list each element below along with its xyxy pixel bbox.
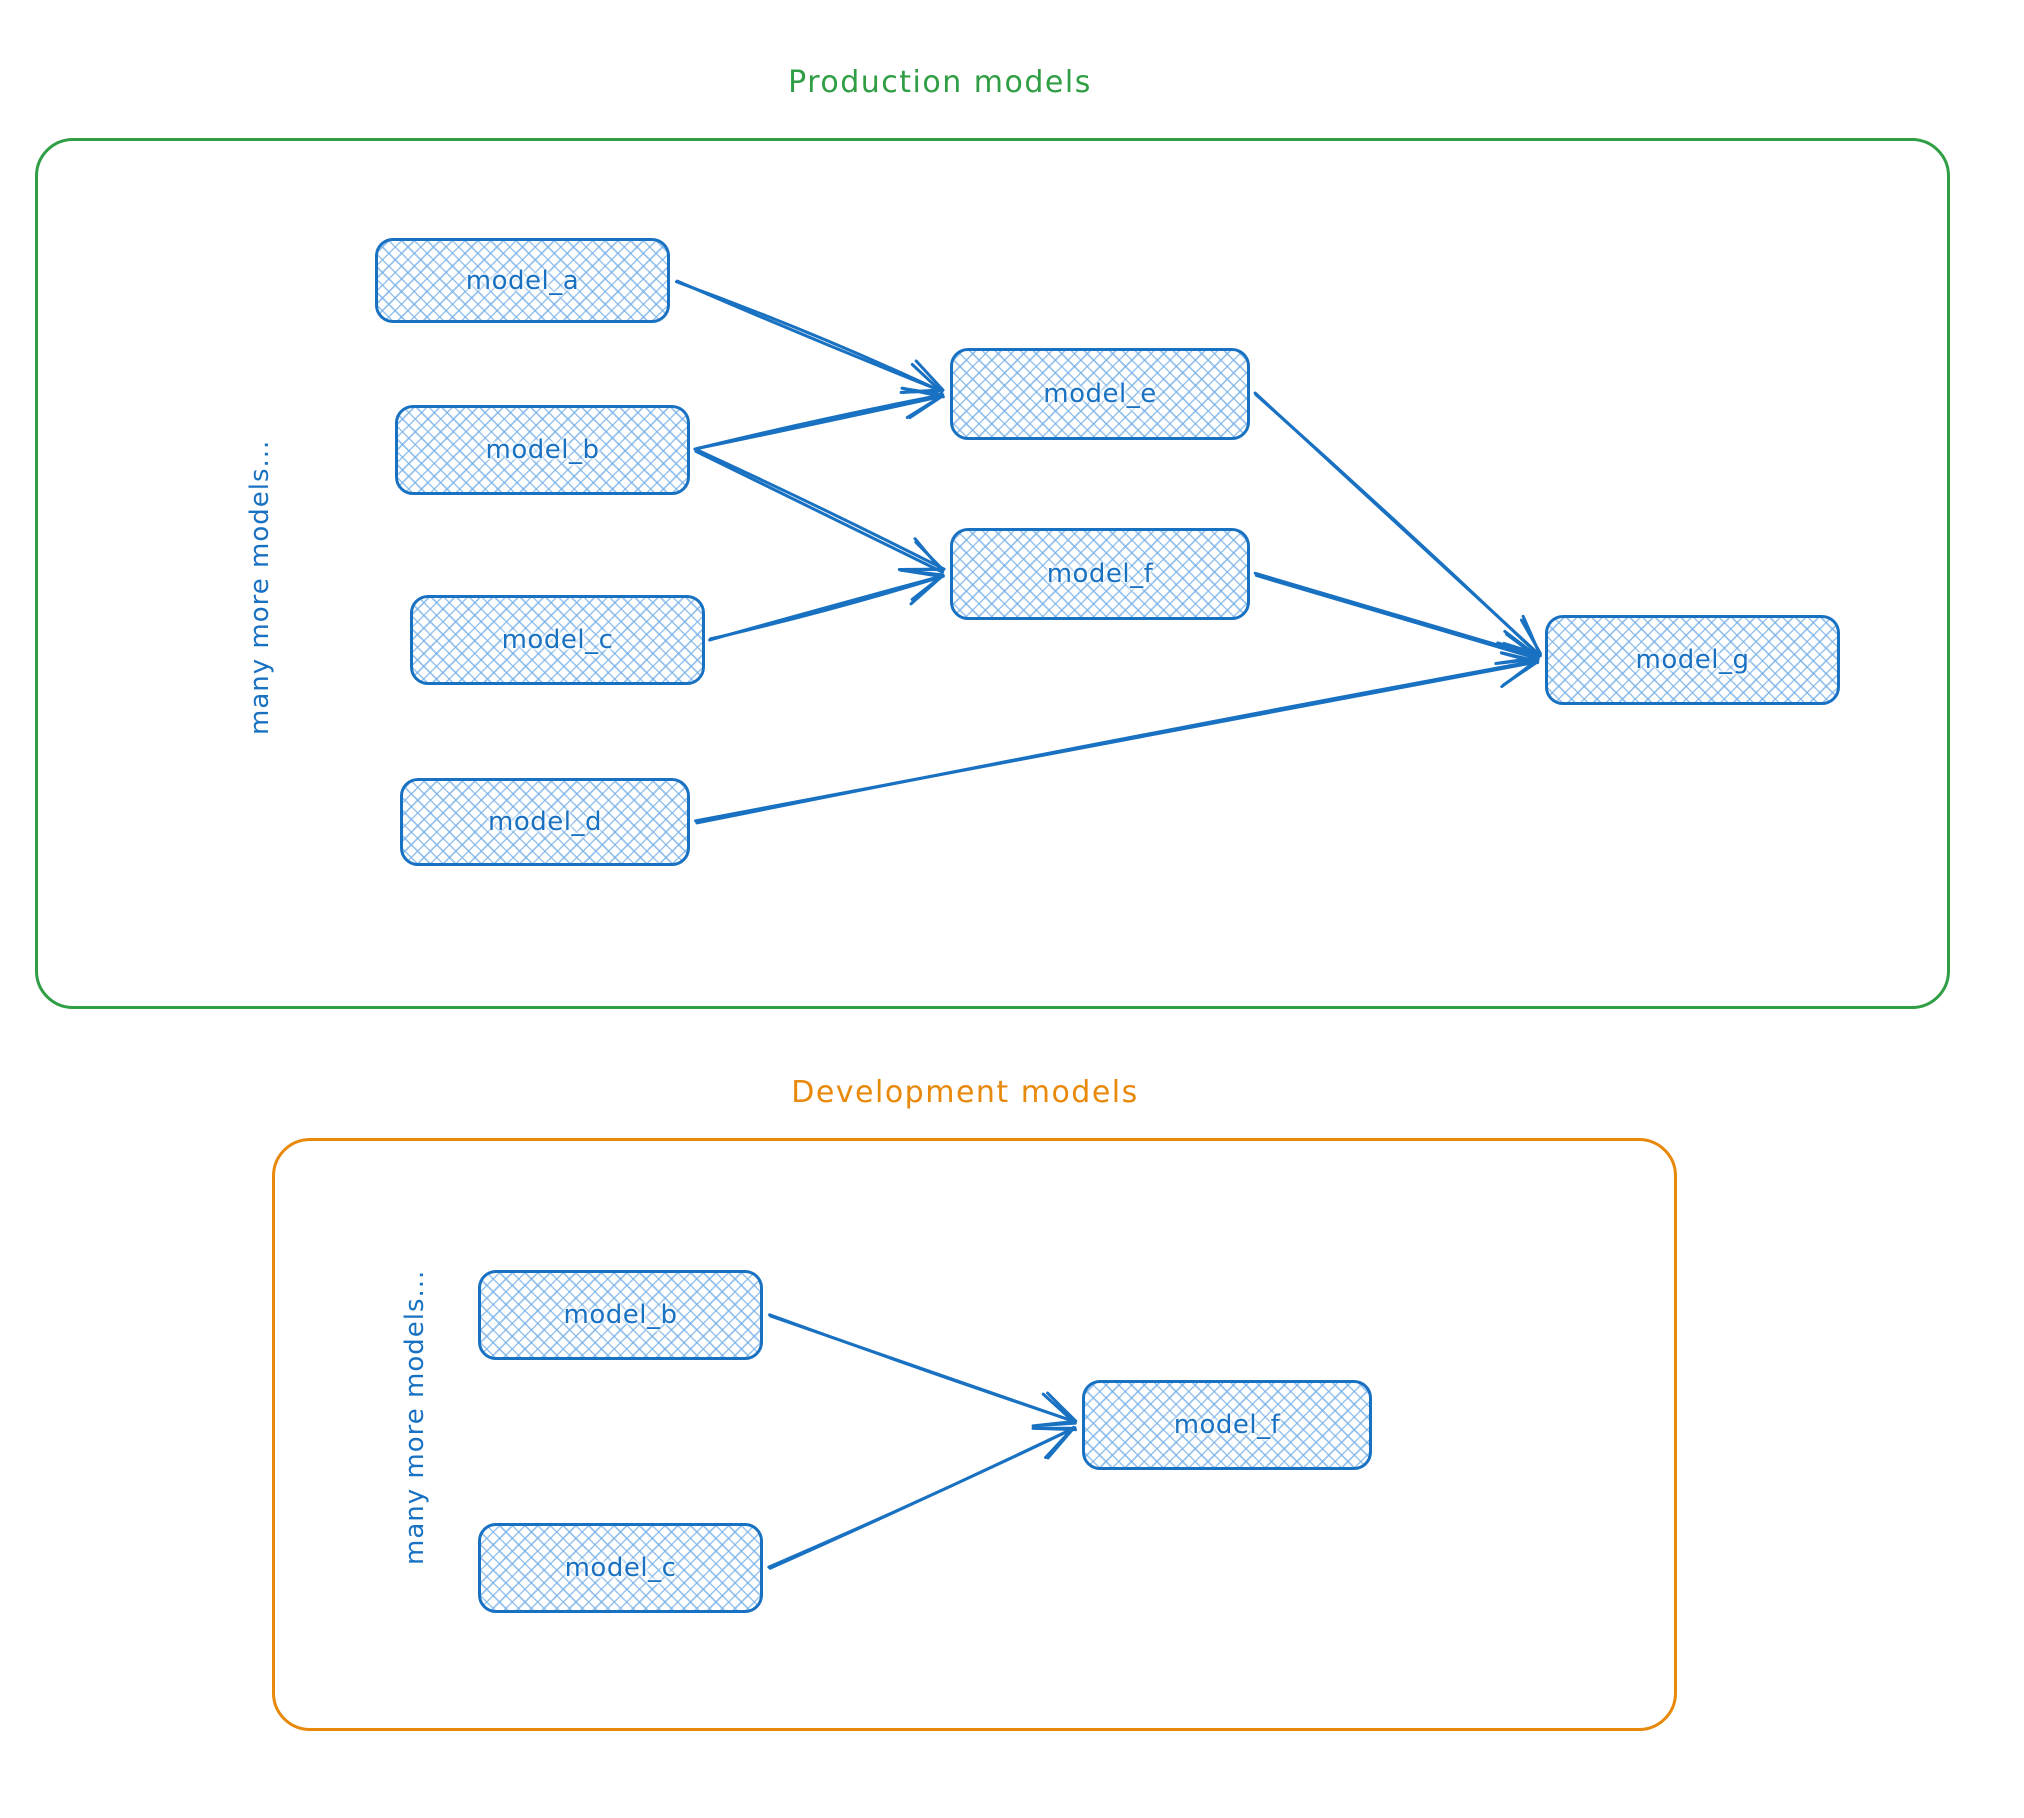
node-prod-model-e[interactable]: model_e [950, 348, 1250, 440]
node-label: model_e [1043, 379, 1157, 409]
node-dev-model-c[interactable]: model_c [478, 1523, 763, 1613]
node-label: model_b [485, 435, 600, 465]
node-label: model_g [1635, 645, 1750, 675]
node-label: model_f [1046, 559, 1154, 589]
node-prod-model-a[interactable]: model_a [375, 238, 670, 323]
node-prod-model-g[interactable]: model_g [1545, 615, 1840, 705]
development-many-more-models-label: many more models... [400, 1269, 430, 1565]
node-label: model_f [1173, 1410, 1281, 1440]
development-group-container [272, 1138, 1677, 1731]
node-prod-model-c[interactable]: model_c [410, 595, 705, 685]
node-label: model_a [465, 265, 580, 296]
production-group-title: Production models [788, 65, 1092, 100]
node-label: model_c [501, 625, 614, 655]
node-dev-model-f[interactable]: model_f [1082, 1380, 1372, 1470]
node-label: model_b [563, 1300, 678, 1330]
development-group-title: Development models [791, 1075, 1139, 1110]
node-label: model_d [488, 807, 602, 837]
production-many-more-models-label: many more models... [245, 439, 275, 735]
node-label: model_c [564, 1553, 677, 1583]
node-prod-model-d[interactable]: model_d [400, 778, 690, 866]
node-prod-model-f[interactable]: model_f [950, 528, 1250, 620]
node-dev-model-b[interactable]: model_b [478, 1270, 763, 1360]
production-group-container [35, 138, 1950, 1009]
node-prod-model-b[interactable]: model_b [395, 405, 690, 495]
